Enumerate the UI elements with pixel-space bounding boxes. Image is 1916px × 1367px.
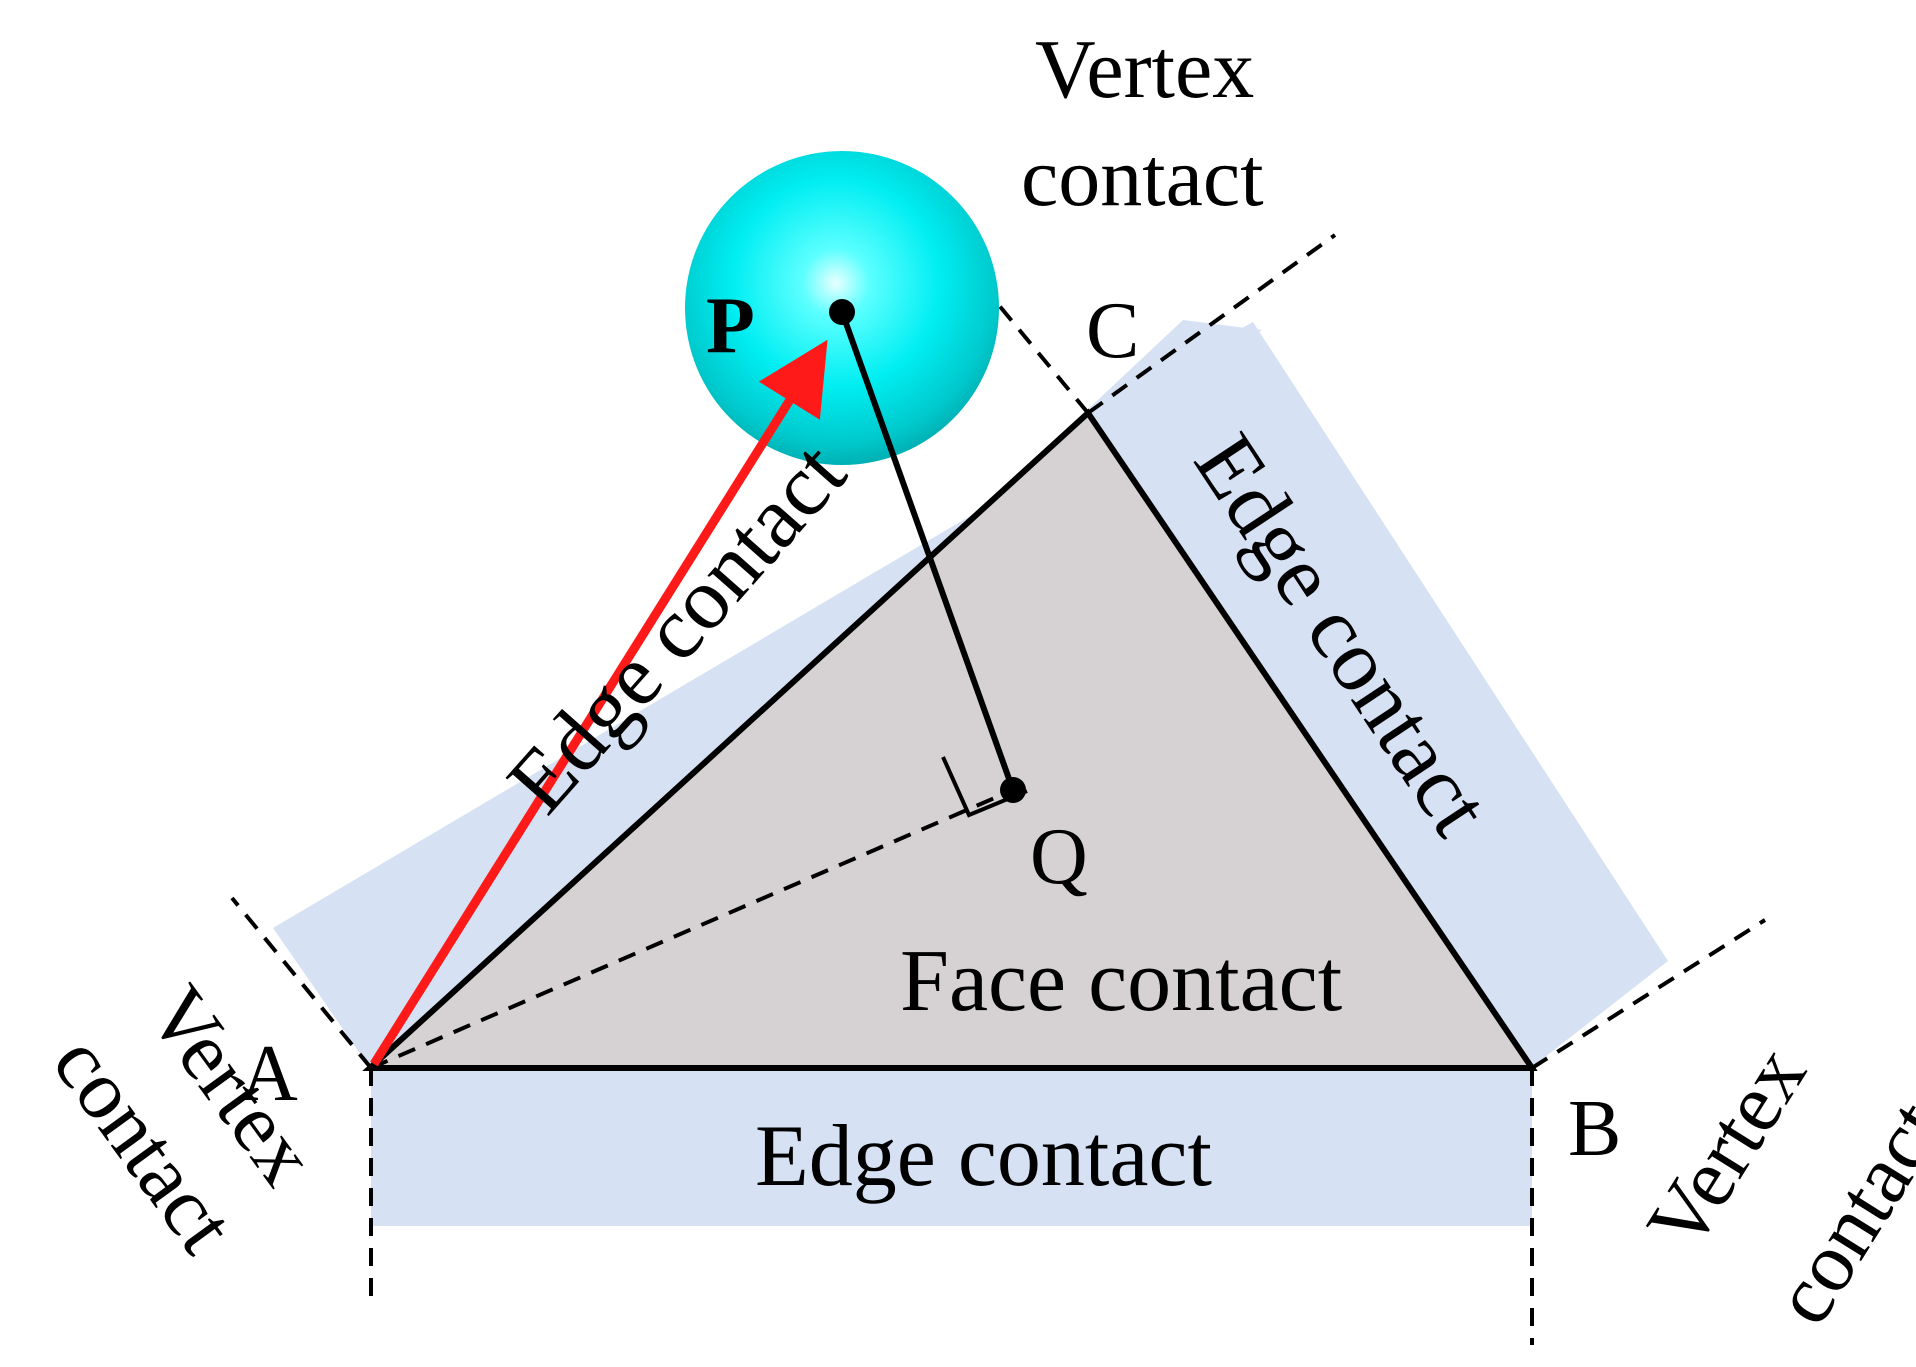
vertex-top-line1: Vertex [1035,23,1254,116]
edge-region-ab [371,1068,1532,1226]
projection-aq [370,788,1014,1070]
boundary-a-upper [230,896,373,1070]
vertex-top-line2: contact [1021,131,1264,224]
label-p: P [706,282,755,370]
label-a: A [240,1030,298,1118]
vector-ap [370,339,828,1067]
point-q-dot [1000,777,1026,803]
point-p-dot [829,299,855,325]
edge-region-ac [273,320,1262,1068]
perpendicular-pq [839,310,1016,792]
boundary-c-left [933,226,1090,415]
label-c: C [1086,287,1139,375]
edge-region-cb [1088,322,1668,1068]
triangle-face [362,408,1538,1071]
label-b: B [1568,1085,1621,1173]
label-q: Q [1030,813,1088,901]
dashed-boundaries [230,226,1767,1345]
boundary-b-upper [1530,918,1767,1070]
boundary-c-right [1086,233,1337,415]
face-contact-label: Face contact [900,933,1342,1030]
edge-ab-label: Edge contact [755,1108,1212,1205]
